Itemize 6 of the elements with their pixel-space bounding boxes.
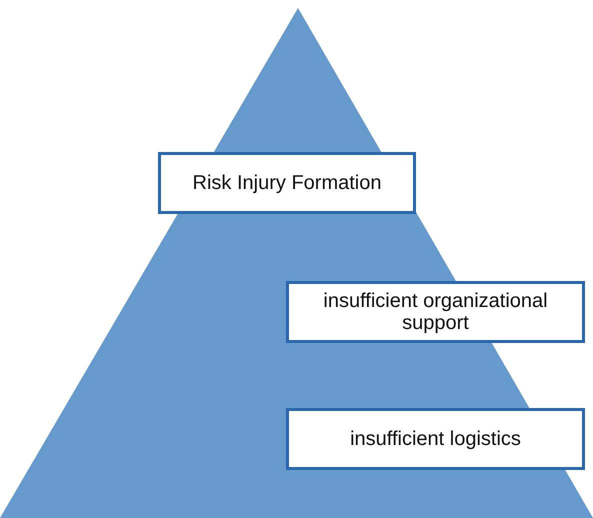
box-text: Risk Injury Formation (192, 172, 382, 194)
label-box (286, 281, 585, 343)
box-text: insufficient organizational support (322, 290, 549, 334)
label-box (286, 408, 585, 470)
label-box (158, 152, 416, 214)
box-text: insufficient logistics (350, 428, 521, 450)
